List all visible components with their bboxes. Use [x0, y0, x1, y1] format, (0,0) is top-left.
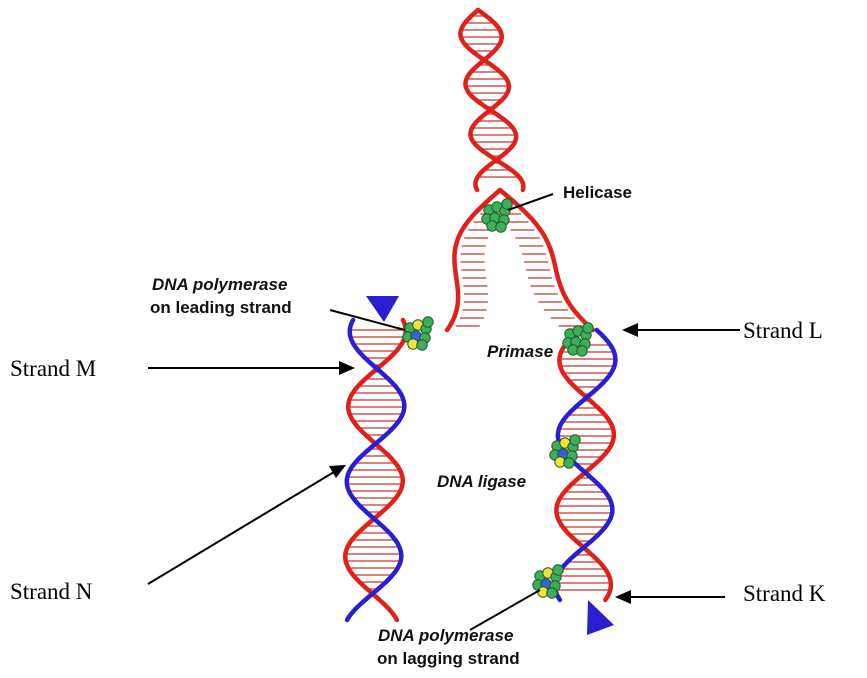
ligase-label: DNA ligase: [437, 472, 526, 491]
pol-lagging-pointer: [470, 590, 540, 630]
strand-n-arrow: [148, 465, 346, 584]
strand-n-label: Strand N: [10, 579, 93, 604]
strand-l-label: Strand L: [743, 318, 823, 343]
fork-right-strand: [500, 190, 593, 330]
lagging-strand-arrowhead: [587, 600, 614, 635]
primase-enzyme: [563, 323, 593, 356]
leading-strand-arrowhead: [366, 296, 399, 322]
strand-l-arrow: [622, 323, 740, 337]
pol-leading-label-line1: DNA polymerase: [152, 275, 287, 294]
pol-lagging-label-line2: on lagging strand: [377, 649, 520, 668]
strand-k-arrow: [615, 590, 725, 604]
helicase-label: Helicase: [563, 183, 632, 202]
enzyme-complexes: [403, 199, 593, 598]
pol-leading-enzyme: [403, 317, 433, 350]
pol-leading-label-line2: on leading strand: [150, 298, 292, 317]
strand-m-label: Strand M: [10, 356, 96, 381]
primase-label: Primase: [487, 342, 553, 361]
strand-m-arrow: [148, 361, 355, 375]
pol-lagging-label-line1: DNA polymerase: [378, 626, 513, 645]
strand-k-label: Strand K: [743, 581, 826, 606]
pol-leading-pointer: [330, 310, 405, 330]
